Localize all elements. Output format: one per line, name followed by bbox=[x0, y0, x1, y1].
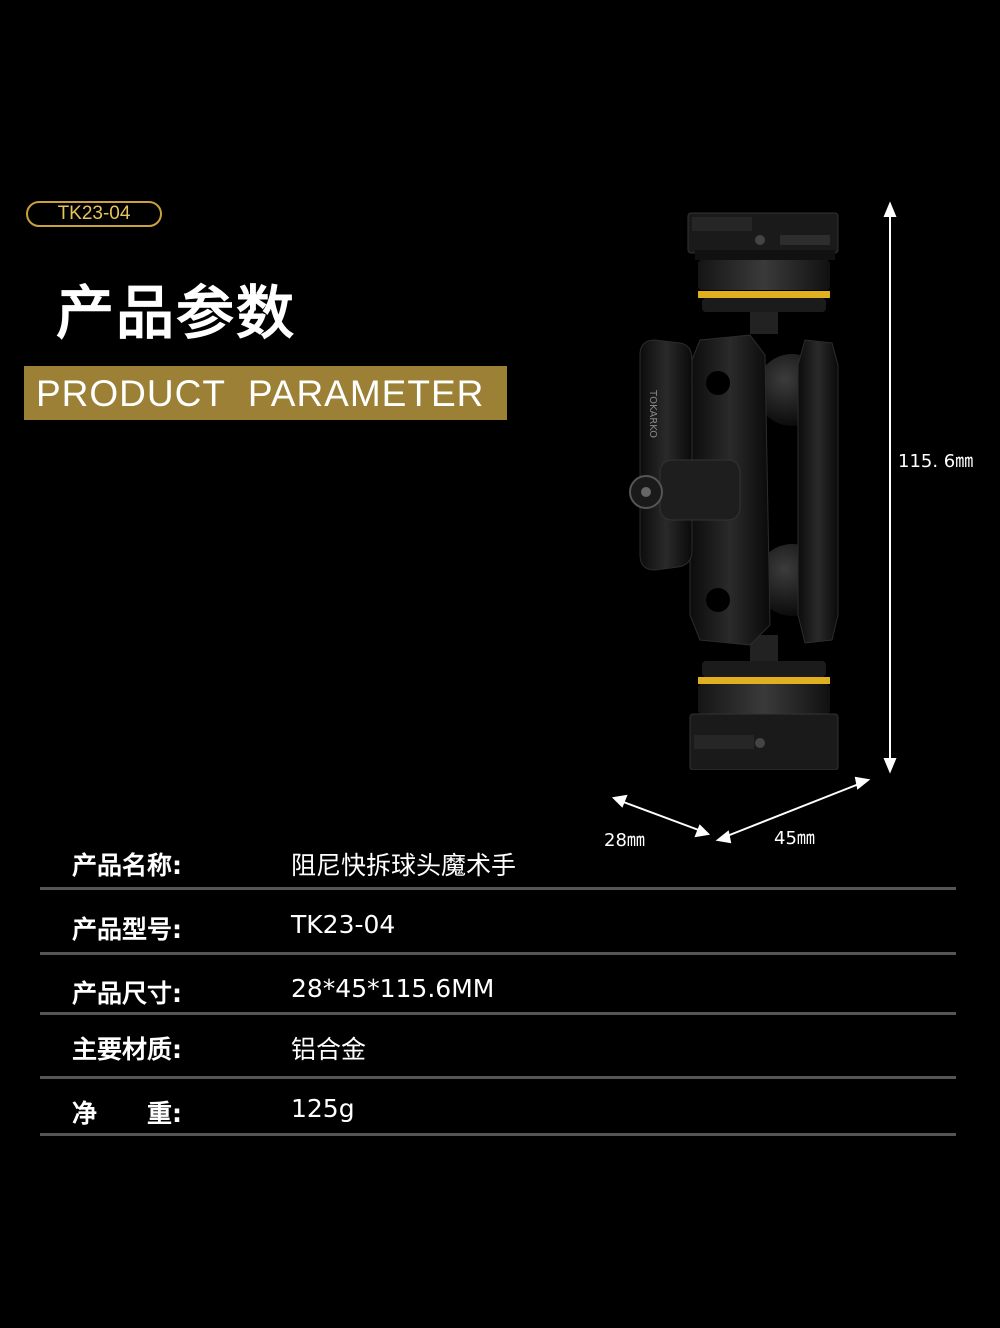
spec-label: 产品名称: bbox=[72, 851, 182, 880]
spec-value: 铝合金 bbox=[291, 1035, 367, 1064]
spec-label: 主要材质: bbox=[72, 1035, 182, 1064]
top-clamp bbox=[687, 212, 839, 334]
spec-value: TK23-04 bbox=[291, 910, 396, 939]
locking-knob: TOKARKO bbox=[629, 339, 741, 571]
height-dimension: 115. 6㎜ bbox=[898, 451, 974, 472]
model-badge: TK23-04 bbox=[26, 201, 162, 227]
divider bbox=[40, 1133, 956, 1136]
spec-value: 125g bbox=[291, 1094, 355, 1123]
depth-dimension: 28㎜ bbox=[604, 830, 645, 851]
brand-mark: TOKARKO bbox=[647, 389, 658, 438]
spec-value: 28*45*115.6MM bbox=[291, 974, 495, 1003]
width-dimension: 45㎜ bbox=[774, 828, 815, 849]
page-title-cn: 产品参数 bbox=[56, 279, 297, 347]
spec-label: 产品型号: bbox=[72, 915, 182, 944]
divider bbox=[40, 952, 956, 955]
page-title-en: PRODUCT PARAMETER bbox=[36, 373, 485, 414]
spec-label: 产品尺寸: bbox=[72, 979, 182, 1008]
dimension-arrows bbox=[611, 201, 897, 844]
divider bbox=[40, 1076, 956, 1079]
spec-value: 阻尼快拆球头魔术手 bbox=[291, 851, 517, 880]
title-en-banner: PRODUCT PARAMETER bbox=[24, 366, 507, 420]
divider bbox=[40, 1012, 956, 1015]
divider bbox=[40, 887, 956, 890]
spec-label: 净 重: bbox=[72, 1099, 182, 1128]
product-image: TOKARKO bbox=[629, 212, 839, 770]
